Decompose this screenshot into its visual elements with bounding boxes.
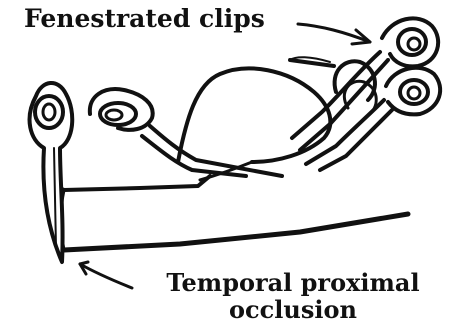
temporal-label-line-1: Temporal proximal [140,269,446,296]
parent-vessel [46,176,408,250]
temporal-label-line-2: occlusion [140,296,446,323]
temporal-occlusion-clip [30,83,73,262]
fenestrated-clips-label: Fenestrated clips [24,6,265,31]
temporal-occlusion-label: Temporal proximal occlusion [140,269,446,323]
